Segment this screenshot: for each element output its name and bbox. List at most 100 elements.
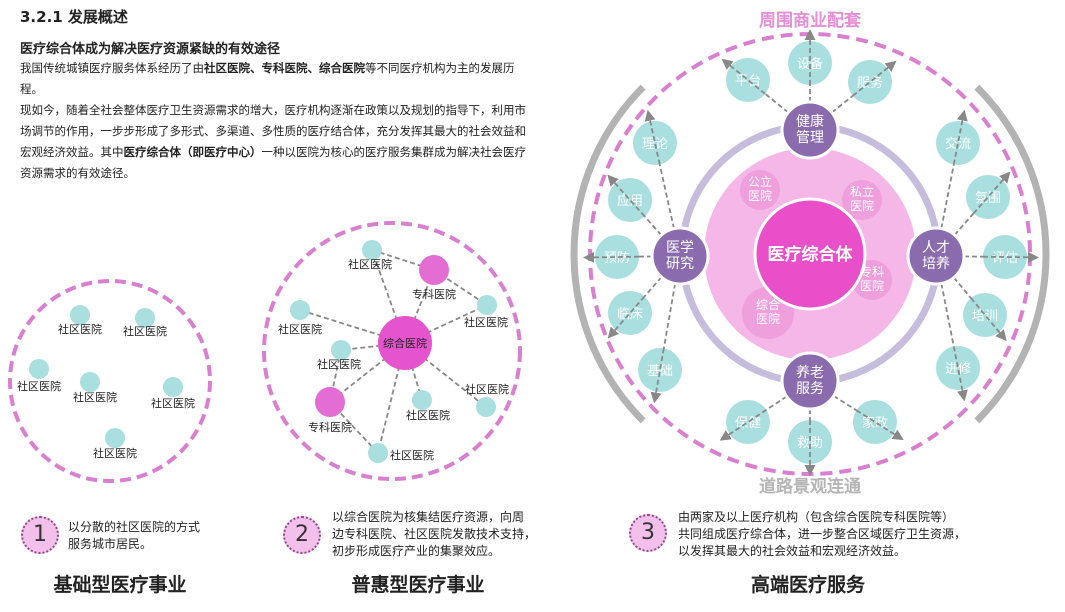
connector-line <box>650 348 665 404</box>
community-hospital-node <box>70 305 90 325</box>
connector-line <box>982 251 1039 263</box>
step-2-badge: 2 <box>283 516 321 554</box>
connector-line <box>719 409 767 441</box>
connector-line <box>371 249 435 271</box>
node-label: 社区医院 <box>151 396 195 410</box>
leaf-label: 评估 <box>992 251 1018 266</box>
inner-hospital-label: 专科医院 <box>859 265 884 293</box>
connector-line <box>972 171 1011 215</box>
leaf-circle <box>633 121 677 165</box>
node-label: 社区医院 <box>93 446 137 460</box>
step-1-title: 基础型医疗事业 <box>53 574 187 596</box>
text-segment: 社区医院、专科医院、综合医院 <box>204 61 365 75</box>
community-hospital-node <box>368 443 388 463</box>
leaf-label: 氛围 <box>975 191 1001 206</box>
node-label: 社区医院 <box>406 408 450 422</box>
leaf-circle <box>983 235 1027 279</box>
node-label: 社区医院 <box>464 315 508 329</box>
leaf-circle <box>788 420 832 464</box>
hub-circle <box>906 226 966 286</box>
community-hospital-node <box>290 300 310 320</box>
diagram-1-boundary <box>8 279 212 483</box>
node-label: 社区医院 <box>73 390 117 404</box>
step-3-desc: 由两家及以上医疗机构（包含综合医院专科医院等）共同组成医疗综合体，进一步整合区域… <box>678 509 966 560</box>
node-label: 社区医院 <box>17 379 61 393</box>
text-segment: 现如今，随着全社会整体医疗卫生资源需求的增大，医疗机构逐渐在政策以及规划的指导下… <box>20 103 526 159</box>
leaf-circle <box>726 58 770 102</box>
leaf-circle <box>848 60 892 104</box>
node-label: 社区医院 <box>317 357 361 371</box>
connector-line <box>583 251 640 263</box>
connector-line <box>404 304 488 344</box>
inner-hospital-circle <box>740 170 780 210</box>
leaf-label: 临床 <box>617 307 643 322</box>
connector-line <box>607 295 646 339</box>
step-3-badge: 3 <box>629 514 667 552</box>
leaf-label: 基础 <box>647 364 673 379</box>
general-hospital-label: 综合医院 <box>383 336 427 350</box>
connector-line <box>970 297 1007 342</box>
step-1-badge: 1 <box>21 516 59 554</box>
specialty-hospital-node <box>315 387 345 417</box>
leaf-label: 救助 <box>797 435 823 451</box>
text-segment: 一种以医院为核心的医疗服务集群成为解决社会医疗资源需求的有效途径。 <box>20 145 526 180</box>
leaf-circle <box>963 293 1007 337</box>
paragraph-1: 我国传统城镇医疗服务体系经历了由社区医院、专科医院、综合医院等不同医疗机构为主的… <box>20 58 532 100</box>
connector-line <box>721 58 766 95</box>
community-hospital-node <box>477 295 497 315</box>
community-hospital-node <box>331 340 351 360</box>
leaf-circle <box>936 346 980 390</box>
hub-circle <box>780 100 840 160</box>
general-hospital-node <box>378 316 432 370</box>
hub-label: 健康管理 <box>796 113 824 146</box>
community-hospital-node <box>476 397 496 417</box>
step-2-desc-line: 初步形成医疗产业的集聚效应。 <box>332 544 501 558</box>
left-gray-arc <box>570 84 646 424</box>
step-1-desc: 以分散的社区医院的方式服务城市居民。 <box>68 519 200 553</box>
hub-circle <box>780 351 840 411</box>
step-3-desc-line: 以发挥其最大的社会效益和宏观经济效益。 <box>678 544 907 558</box>
intro-text: 我国传统城镇医疗服务体系经历了由社区医院、专科医院、综合医院等不同医疗机构为主的… <box>20 58 532 184</box>
section-subtitle: 医疗综合体成为解决医疗资源紧缺的有效途径 <box>20 42 281 57</box>
leaf-circle <box>608 178 652 222</box>
node-label: 社区医院 <box>123 324 167 338</box>
step-2-desc-line: 以综合医院为核集结医疗资源，向周 <box>332 510 525 524</box>
inner-hospital-label: 私立医院 <box>849 185 874 213</box>
connector-line <box>644 109 661 165</box>
leaf-label: 服务 <box>857 75 883 91</box>
center-label: 医疗综合体 <box>768 244 854 265</box>
step-1-desc-line: 服务城市居民。 <box>68 537 153 551</box>
node-label: 社区医院 <box>465 382 509 396</box>
center-circle <box>753 197 867 311</box>
top-label: 周围商业配套 <box>759 10 862 31</box>
step-3-title: 高端医疗服务 <box>750 574 865 596</box>
leaf-circle <box>608 291 652 335</box>
node-label: 社区医院 <box>348 257 392 271</box>
inner-hospital-label: 综合医院 <box>755 298 780 326</box>
text-segment: 等不同医疗机构为主的发展历程。 <box>20 61 515 96</box>
connector-line <box>607 174 646 218</box>
leaf-circle <box>788 41 832 85</box>
node-label: 专科医院 <box>308 420 352 434</box>
leaf-label: 交流 <box>945 136 971 152</box>
leaf-label: 进修 <box>945 362 971 377</box>
community-hospital-node <box>362 240 382 260</box>
leaf-circle <box>966 175 1010 219</box>
leaf-label: 平台 <box>735 74 761 89</box>
step-3-desc-line: 由两家及以上医疗机构（包含综合医院专科医院等） <box>678 510 955 524</box>
connector-line <box>952 109 968 165</box>
connector-line <box>952 346 968 402</box>
leaf-label: 预防 <box>604 250 630 266</box>
community-hospital-node <box>412 390 432 410</box>
hub-label: 养老服务 <box>796 364 824 397</box>
connector-line <box>852 60 897 97</box>
connector-line <box>855 409 904 441</box>
community-hospital-node <box>80 372 100 392</box>
leaf-label: 保健 <box>735 416 761 431</box>
node-label: 社区医院 <box>278 322 322 336</box>
paragraph-2: 现如今，随着全社会整体医疗卫生资源需求的增大，医疗机构逐渐在政策以及规划的指导下… <box>20 100 532 184</box>
step-2-desc-line: 边专科医院、社区医院发散技术支持， <box>332 527 537 541</box>
step-1-desc-line: 以分散的社区医院的方式 <box>68 520 201 534</box>
specialty-hospital-node <box>419 255 449 285</box>
